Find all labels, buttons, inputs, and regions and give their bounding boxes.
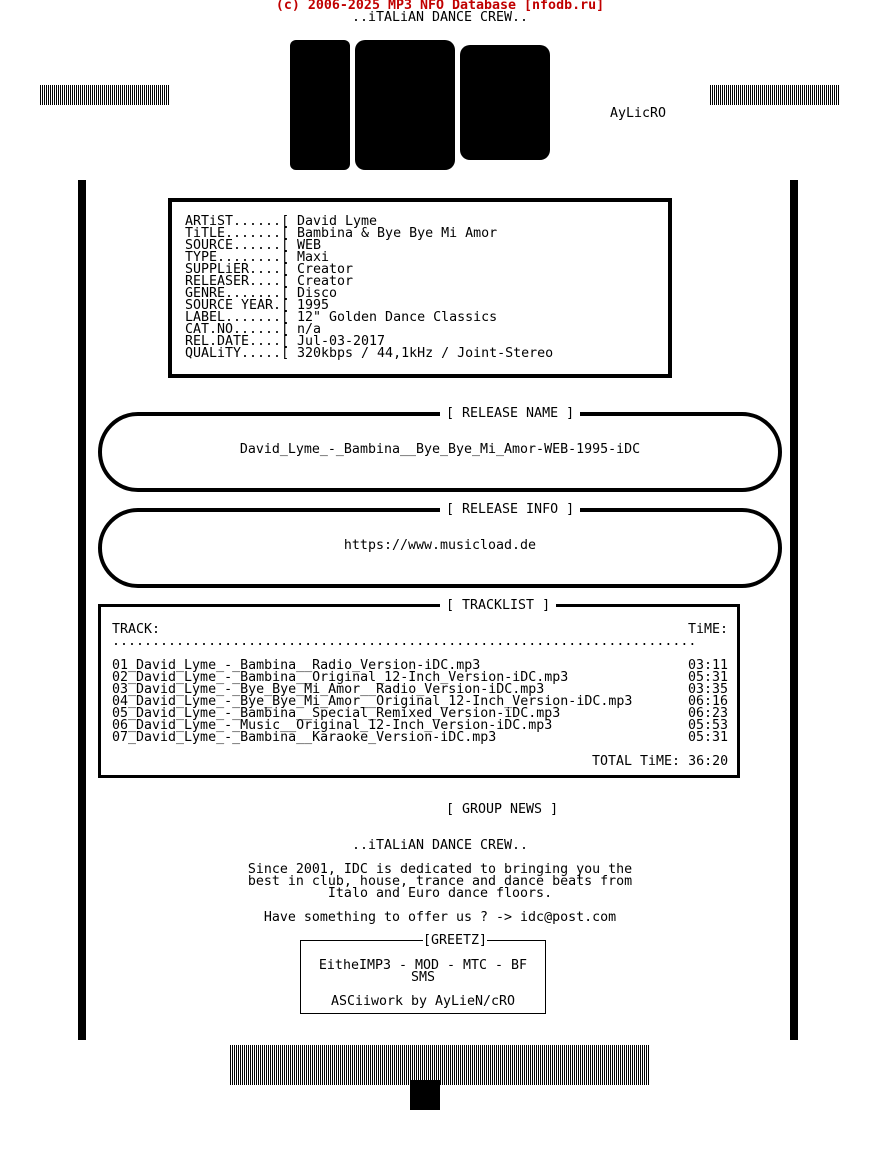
art-left-pillar	[78, 180, 86, 1040]
logo-block-d	[355, 40, 455, 170]
copyright: (c) 2006-2025 MP3 NFO Database [nfodb.ru…	[275, 0, 605, 13]
info-value: Bambina & Bye Bye Mi Amor	[297, 226, 498, 241]
info-key: ARTiST......[	[185, 214, 290, 229]
info-value: 1995	[297, 298, 330, 313]
track-time: 05:31	[688, 670, 729, 685]
info-key: TYPE........[	[185, 250, 290, 265]
group-news-header: [ GROUP NEWS ]	[440, 803, 565, 816]
track-time: 06:16	[688, 694, 729, 709]
track-name: 07_David_Lyme_-_Bambina__Karaoke_Version…	[112, 730, 497, 745]
logo-block-i	[290, 40, 350, 170]
info-key: TiTLE.......[	[185, 226, 290, 241]
news-line: Since 2001, IDC is dedicated to bringing…	[247, 862, 633, 877]
info-value: David Lyme	[297, 214, 378, 229]
crew-title-top: ..iTALiAN DANCE CREW..	[351, 10, 529, 25]
info-value: 320kbps / 44,1kHz / Joint-Stereo	[297, 346, 554, 361]
track-name: 05_David_Lyme_-_Bambina__Special_Remixed…	[112, 706, 561, 721]
track-name: 02_David_Lyme_-_Bambina__Original_12-Inc…	[112, 670, 569, 685]
info-value: 12" Golden Dance Classics	[297, 310, 498, 325]
col-track: TRACK:	[112, 622, 161, 637]
greetz-header: [GREETZ]	[423, 933, 488, 948]
greetz-line: EitheIMP3 - MOD - MTC - BF	[318, 958, 528, 973]
track-name: 03_David_Lyme_-_Bye_Bye_Mi_Amor__Radio_V…	[112, 682, 545, 697]
info-key: RELEASER....[	[185, 274, 290, 289]
release-name: David_Lyme_-_Bambina__Bye_Bye_Mi_Amor-WE…	[239, 442, 641, 457]
info-value: Creator	[297, 262, 354, 277]
info-key: SOURCE......[	[185, 238, 290, 253]
tracklist-frame	[98, 604, 740, 778]
total-time: TOTAL TiME: 36:20	[592, 754, 729, 769]
contact-line: Have something to offer us ? -> idc@post…	[263, 910, 617, 925]
art-bottom-tip	[410, 1080, 440, 1110]
art-right-top	[710, 85, 840, 105]
track-name: 06_David_Lyme_-_Music__Original_12-Inch_…	[112, 718, 553, 733]
info-key: CAT.NO......[	[185, 322, 290, 337]
info-key: SOURCE YEAR.[	[185, 298, 290, 313]
logo-block-c	[460, 45, 550, 160]
track-time: 03:35	[688, 682, 729, 697]
info-key: SUPPLiER....[	[185, 262, 290, 277]
col-time: TiME:	[688, 622, 729, 637]
track-time: 03:11	[688, 658, 729, 673]
news-line: best in club, house, trance and dance be…	[247, 874, 633, 889]
ascii-credit: ASCiiwork by AyLieN/cRO	[330, 994, 516, 1009]
release-name-header: [ RELEASE NAME ]	[440, 407, 581, 420]
info-value: WEB	[297, 238, 322, 253]
info-value: Disco	[297, 286, 338, 301]
news-line: Italo and Euro dance floors.	[327, 886, 553, 901]
track-time: 05:31	[688, 730, 729, 745]
info-key: REL.DATE....[	[185, 334, 290, 349]
dotted-separator: ........................................…	[112, 634, 697, 649]
info-key: LABEL.......[	[185, 310, 290, 325]
track-name: 01_David_Lyme_-_Bambina__Radio_Version-i…	[112, 658, 481, 673]
greetz-line: SMS	[410, 970, 436, 985]
track-time: 06:23	[688, 706, 729, 721]
art-left-top	[40, 85, 170, 105]
tracklist-header: [ TRACKLIST ]	[440, 599, 557, 612]
info-key: GENRE.......[	[185, 286, 290, 301]
info-value: Maxi	[297, 250, 330, 265]
info-key: QUALiTY.....[	[185, 346, 290, 361]
track-time: 05:53	[688, 718, 729, 733]
art-tag: AyLicRO	[610, 106, 667, 121]
group-news-crew: ..iTALiAN DANCE CREW..	[351, 838, 529, 853]
info-value: n/a	[297, 322, 322, 337]
track-name: 04_David_Lyme_-_Bye_Bye_Mi_Amor__Origina…	[112, 694, 633, 709]
release-url[interactable]: https://www.musicload.de	[343, 538, 537, 553]
info-value: Jul-03-2017	[297, 334, 386, 349]
art-right-pillar	[790, 180, 798, 1040]
info-box	[168, 198, 672, 378]
info-value: Creator	[297, 274, 354, 289]
art-bottom	[230, 1045, 650, 1085]
release-info-header: [ RELEASE INFO ]	[440, 503, 581, 516]
